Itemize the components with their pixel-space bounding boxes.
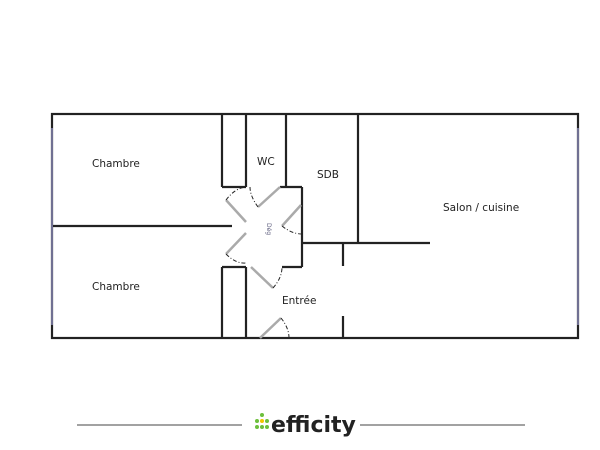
room-label-degagement: Dég bbox=[265, 223, 272, 235]
room-label-salon: Salon / cuisine bbox=[443, 202, 519, 214]
efficity-logo-text: efficity bbox=[271, 413, 356, 438]
doors bbox=[225, 186, 303, 339]
windows bbox=[51, 128, 579, 325]
room-label-wc: WC bbox=[257, 156, 275, 168]
room-label-sdb: SDB bbox=[317, 169, 339, 181]
room-label-chambre-2: Chambre bbox=[92, 281, 140, 293]
walls bbox=[50, 112, 580, 340]
efficity-logo-icon bbox=[255, 413, 269, 429]
room-label-chambre-1: Chambre bbox=[92, 158, 140, 170]
room-label-entree: Entrée bbox=[282, 295, 316, 307]
